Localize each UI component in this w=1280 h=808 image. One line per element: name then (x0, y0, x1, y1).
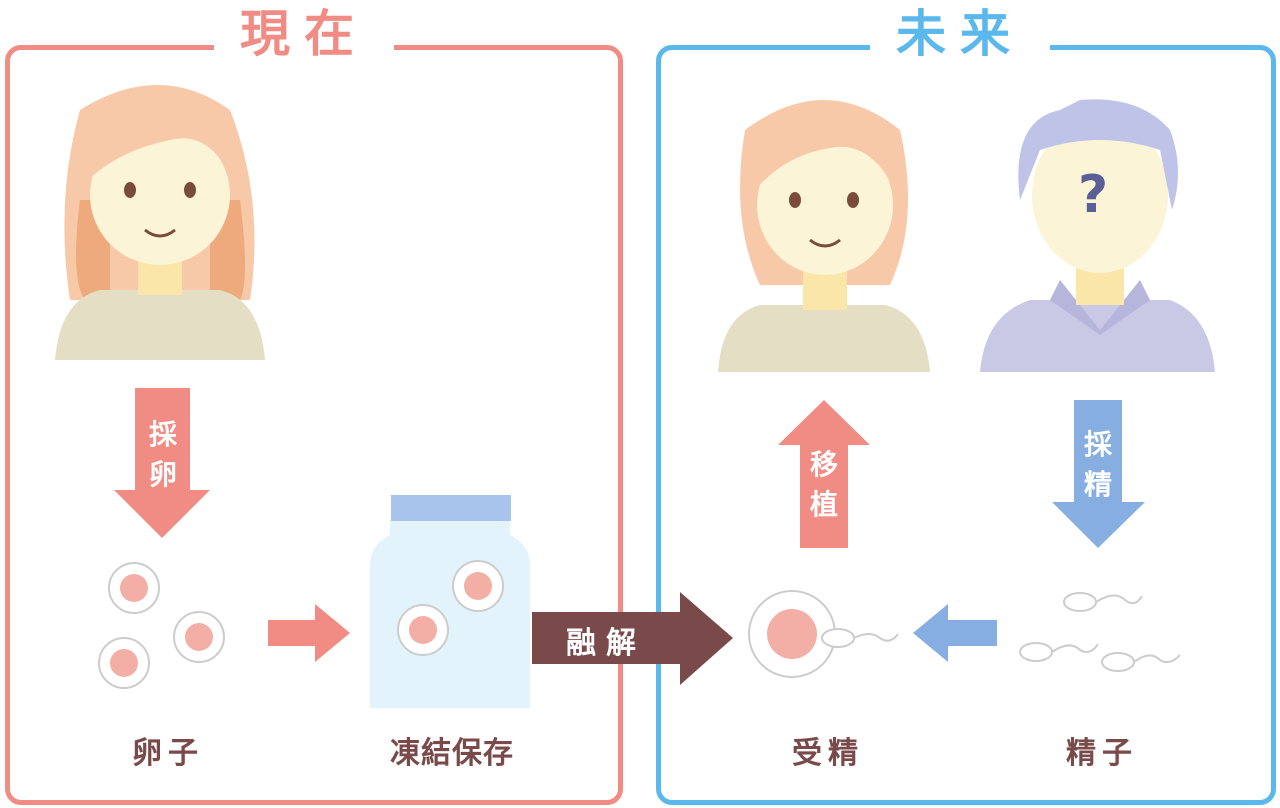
frozen-storage-label: 凍結保存 (390, 736, 514, 771)
thaw-arrow (532, 592, 733, 685)
question-mark-icon: ? (1078, 165, 1109, 225)
fertilized-egg-illustration (748, 590, 899, 678)
sperm-collection-arrow (1052, 400, 1145, 548)
woman-present-illustration (55, 85, 265, 360)
sperm-collection-label: 採精 (1083, 428, 1112, 501)
eggs-label: 卵子 (132, 736, 204, 771)
fertilization-label: 受精 (792, 736, 864, 771)
storage-jar-illustration (370, 495, 530, 708)
sperm-illustration (1019, 592, 1181, 672)
to-storage-arrow (268, 604, 350, 662)
transfer-arrow (778, 400, 870, 548)
thaw-label: 融解 (566, 626, 646, 661)
man-future-illustration (980, 99, 1215, 372)
transfer-label: 移植 (809, 448, 838, 521)
sperm-to-egg-arrow (913, 604, 997, 662)
sperm-label: 精子 (1066, 736, 1138, 771)
future-title: 未来 (870, 4, 1050, 64)
present-title: 現在 (214, 4, 394, 64)
woman-future-illustration (718, 100, 930, 372)
egg-retrieval-label: 採卵 (148, 418, 177, 491)
egg-retrieval-arrow (114, 388, 210, 538)
eggs-illustration (98, 562, 225, 689)
